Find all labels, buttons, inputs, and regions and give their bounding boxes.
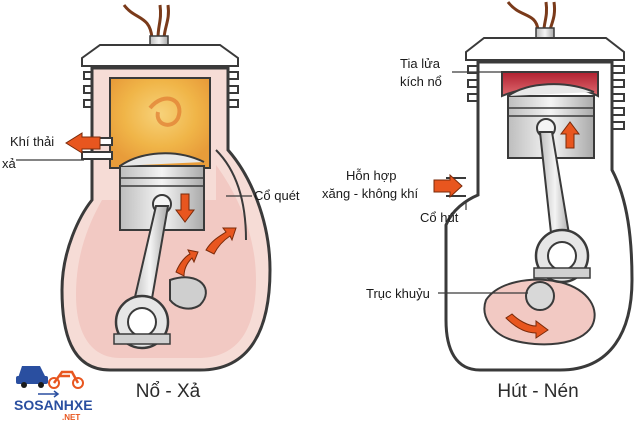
flame-swirl-left	[148, 96, 182, 127]
label-exhaust-port: xả	[2, 156, 17, 171]
connecting-rod-left	[113, 205, 207, 350]
title-right-engine: Hút - Nén	[497, 381, 578, 402]
piston-up-arrow	[560, 121, 580, 149]
title-left-engine: Nổ - Xả	[136, 381, 201, 402]
label-intake-port: Cổ hút	[420, 210, 459, 225]
sosanhxe-logo: SOSANHXE .NET	[14, 366, 93, 422]
exhaust-arrow	[65, 132, 101, 154]
piston-down-arrow	[175, 193, 195, 223]
crankshaft-hub	[525, 281, 555, 311]
logo-name: SOSANHXE	[14, 397, 93, 413]
car-icon	[16, 366, 48, 388]
flow-arrows-right	[433, 121, 580, 339]
crankcase-right	[483, 278, 596, 346]
label-spark-line1: Tia lửa	[400, 56, 441, 71]
label-spark-line2: kích nổ	[400, 74, 442, 89]
transfer-arrow-2	[175, 249, 199, 277]
label-mixture-line2: xăng - không khí	[322, 186, 419, 201]
label-exhaust-gas: Khí thải	[10, 134, 54, 149]
crank-rotation-arrow	[505, 313, 549, 339]
intake-arrow	[433, 173, 463, 199]
label-crankshaft: Trục khuỷu	[366, 286, 430, 301]
swap-arrows-icon	[38, 390, 60, 398]
motorbike-icon	[48, 370, 84, 389]
transfer-channel-left	[215, 149, 247, 241]
label-mixture-line1: Hỗn hợp	[346, 168, 396, 183]
right-engine: Tia lửa kích nổ Hỗn hợp xăng - không khí…	[322, 1, 634, 402]
transfer-arrow-1	[205, 227, 237, 255]
piston-right	[507, 83, 595, 159]
flow-arrows-left	[65, 132, 237, 277]
intake-port-right	[446, 177, 466, 197]
logo-suffix: .NET	[62, 413, 80, 422]
connecting-rod-right	[525, 131, 591, 311]
left-engine: Khí thải xả Cổ quét Nổ - Xả	[2, 4, 300, 402]
label-transfer-port: Cổ quét	[254, 188, 300, 203]
